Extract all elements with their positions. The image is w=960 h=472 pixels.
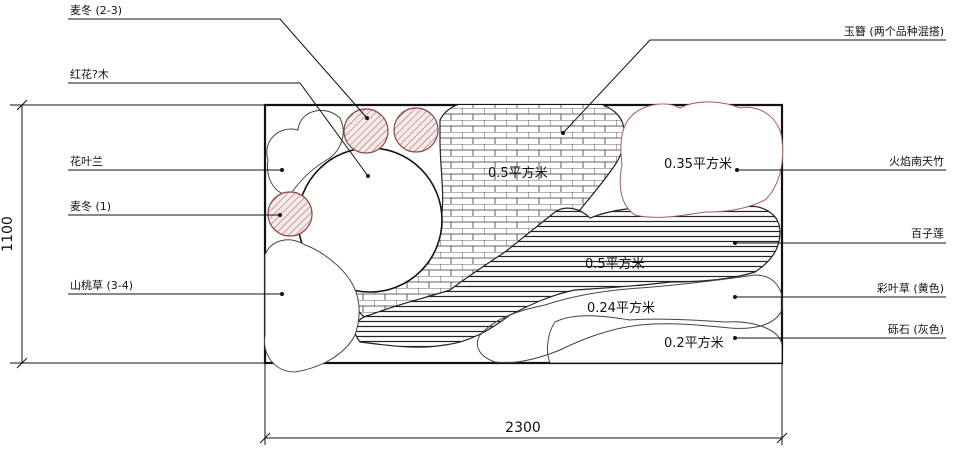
shantaocao-clump — [264, 239, 360, 373]
area-gravel: 0.2平方米 — [664, 335, 724, 351]
coleus-clump — [476, 274, 784, 364]
label-maidong-23: 麦冬 (2-3) — [70, 3, 122, 17]
nandina-clump — [619, 101, 784, 218]
area-lower: 0.24平方米 — [587, 300, 655, 316]
area-striped: 0.5平方米 — [585, 256, 645, 272]
label-coleus: 彩叶草 (黄色) — [877, 281, 944, 295]
label-agapanthus: 百子莲 — [911, 227, 944, 240]
area-white: 0.35平方米 — [664, 156, 732, 172]
width-dimension — [259, 363, 788, 445]
maidong-circle-3 — [267, 191, 313, 237]
leader-lines-right — [562, 39, 946, 339]
label-red-flower-shrub: 红花?木 — [70, 68, 109, 81]
label-maidong-1: 麦冬 (1) — [70, 199, 111, 213]
label-gravel: 砾石 (灰色) — [888, 322, 944, 336]
label-nandina: 火焰南天竹 — [889, 154, 944, 168]
label-huayelan: 花叶兰 — [70, 155, 103, 168]
maidong-circle-1 — [343, 108, 389, 154]
height-dimension — [10, 99, 265, 369]
height-value: 1100 — [0, 216, 16, 252]
maidong-circle-2 — [393, 107, 439, 153]
area-brick: 0.5平方米 — [488, 165, 548, 181]
label-shantaocao: 山桃草 (3-4) — [70, 278, 133, 292]
width-value: 2300 — [505, 420, 541, 436]
leader-lines-left — [68, 18, 369, 295]
leader-dots-right — [561, 131, 739, 340]
leader-dots-left — [278, 116, 370, 296]
label-yuzan: 玉簪 (两个品种混搭) — [844, 24, 944, 38]
